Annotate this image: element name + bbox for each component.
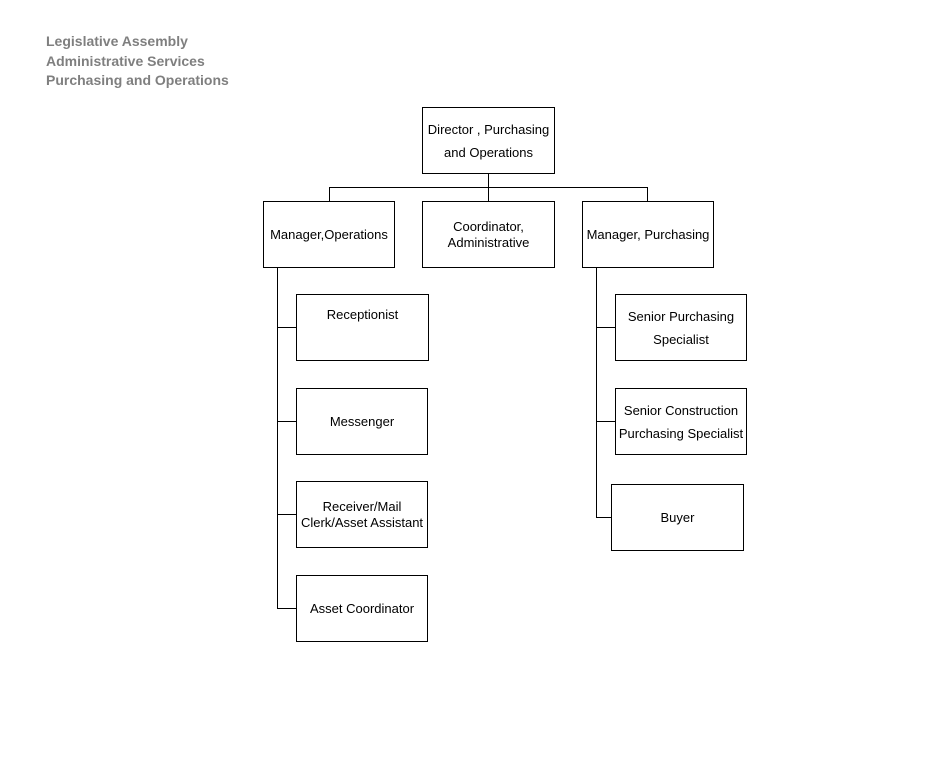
- manager-purchasing-box: Manager, Purchasing: [582, 201, 714, 268]
- buyer-label: Buyer: [660, 510, 695, 525]
- page-header: Legislative Assembly Administrative Serv…: [46, 32, 229, 91]
- asset-coordinator-label: Asset Coordinator: [309, 601, 415, 616]
- header-line-services: Administrative Services: [46, 52, 205, 69]
- coordinator-administrative-box: Coordinator, Administrative: [422, 201, 555, 268]
- receiver-mail-clerk-box: Receiver/Mail Clerk/Asset Assistant: [296, 481, 428, 548]
- receiver-mail-clerk-label: Receiver/Mail Clerk/Asset Assistant: [300, 498, 424, 530]
- buyer-box: Buyer: [611, 484, 744, 551]
- manager-operations-label: Manager,Operations: [270, 227, 388, 242]
- receptionist-label: Receptionist: [326, 307, 399, 322]
- manager-purchasing-label: Manager, Purchasing: [586, 227, 710, 242]
- director-box: Director , Purchasing and Operations: [422, 107, 555, 174]
- senior-construction-specialist-label: Senior Construction Purchasing Specialis…: [618, 402, 744, 441]
- director-label: Director , Purchasing and Operations: [427, 121, 550, 160]
- asset-coordinator-box: Asset Coordinator: [296, 575, 428, 642]
- senior-purchasing-specialist-box: Senior Purchasing Specialist: [615, 294, 747, 361]
- coordinator-administrative-label: Coordinator, Administrative: [447, 218, 530, 250]
- senior-construction-specialist-box: Senior Construction Purchasing Specialis…: [615, 388, 747, 455]
- receptionist-box: Receptionist: [296, 294, 429, 361]
- messenger-label: Messenger: [329, 414, 395, 429]
- senior-purchasing-specialist-label: Senior Purchasing Specialist: [627, 308, 735, 347]
- manager-operations-box: Manager,Operations: [263, 201, 395, 268]
- header-line-assembly: Legislative Assembly: [46, 33, 188, 49]
- messenger-box: Messenger: [296, 388, 428, 455]
- header-line-unit: Purchasing and Operations: [46, 72, 229, 88]
